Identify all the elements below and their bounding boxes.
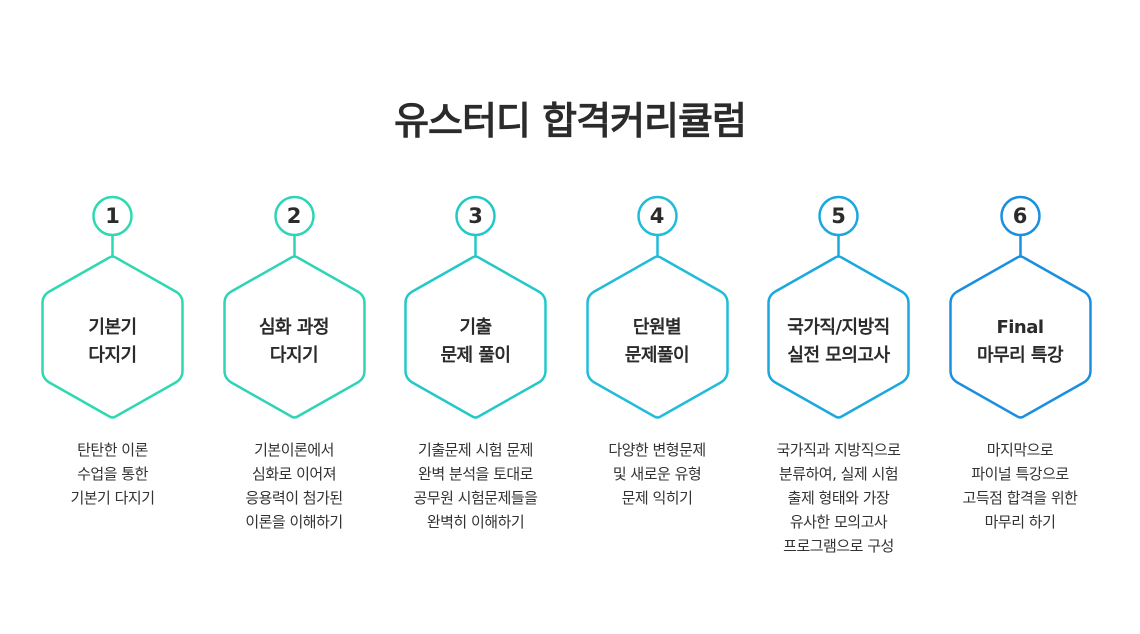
step-description-line: 탄탄한 이론 (77, 441, 148, 459)
step-shape (585, 195, 729, 419)
step-description-line: 고득점 합격을 위한 (962, 489, 1078, 507)
step-description-line: 기본기 다지기 (70, 489, 155, 507)
step-description-line: 응용력이 첨가된 (245, 489, 343, 507)
step-description-line: 기본이론에서 (254, 441, 334, 459)
step-shape (404, 195, 547, 419)
step-title-line: 심화 과정 (258, 317, 330, 338)
step-number: 2 (286, 204, 302, 228)
step-description-line: 완벽 분석을 토대로 (418, 465, 533, 483)
step-description-line: 공무원 시험문제들을 (413, 489, 538, 507)
step-description-line: 분류하여, 실제 시험 (778, 465, 899, 483)
step-description-line: 마무리 하기 (984, 513, 1056, 531)
step-title-line: 기본기 (88, 317, 137, 338)
step-description-line: 및 새로운 유형 (612, 465, 702, 483)
step-shape (222, 195, 366, 419)
step-hexagon (404, 255, 547, 419)
step-hexagon (41, 255, 184, 419)
step-title-line: 다지기 (88, 345, 137, 366)
step-title-line: Final (996, 317, 1044, 338)
step-description-line: 파이널 특강으로 (971, 465, 1069, 483)
step-title-line: 문제풀이 (624, 345, 690, 366)
step-hexagon (585, 255, 729, 419)
step-description-line: 문제 익히기 (621, 489, 693, 507)
step-number: 4 (649, 204, 665, 228)
step-number: 3 (468, 204, 483, 228)
step-number: 6 (1012, 204, 1028, 228)
step-number: 1 (105, 204, 120, 228)
step-description-line: 심화로 이어져 (251, 465, 337, 483)
step-title-line: 국가직/지방직 (787, 317, 890, 338)
step-description-line: 기출문제 시험 문제 (418, 441, 533, 459)
step-description-line: 프로그램으로 구성 (783, 537, 894, 555)
step-title-line: 마무리 특강 (976, 345, 1064, 366)
step-description-line: 수업을 통한 (77, 465, 148, 483)
step-hexagon (948, 255, 1092, 419)
step-shape (41, 195, 184, 419)
step-title-line: 실전 모의고사 (787, 345, 890, 366)
step-shape (948, 195, 1092, 419)
step-shape (767, 195, 910, 419)
step-number: 5 (831, 204, 846, 228)
step-description-line: 유사한 모의고사 (789, 513, 888, 531)
step-hexagon (222, 255, 366, 419)
step-title-line: 기출 (459, 317, 492, 338)
step-description-line: 다양한 변형문제 (608, 441, 706, 459)
step-description-line: 마지막으로 (986, 441, 1054, 459)
step-title-line: 문제 풀이 (440, 345, 511, 366)
step-description-line: 이론을 이해하기 (245, 513, 343, 531)
step-title: Final 마무리 특강 (950, 312, 1091, 372)
step-description-line: 완벽히 이해하기 (426, 513, 525, 531)
page-title: 유스터디 합격커리큘럼 (394, 99, 747, 143)
step-title-line: 다지기 (269, 345, 319, 366)
step-description-line: 출제 형태와 가장 (787, 489, 890, 507)
step-title-line: 단원별 (632, 317, 682, 338)
step-description-line: 국가직과 지방직으로 (776, 441, 901, 459)
step-hexagon (767, 255, 910, 419)
